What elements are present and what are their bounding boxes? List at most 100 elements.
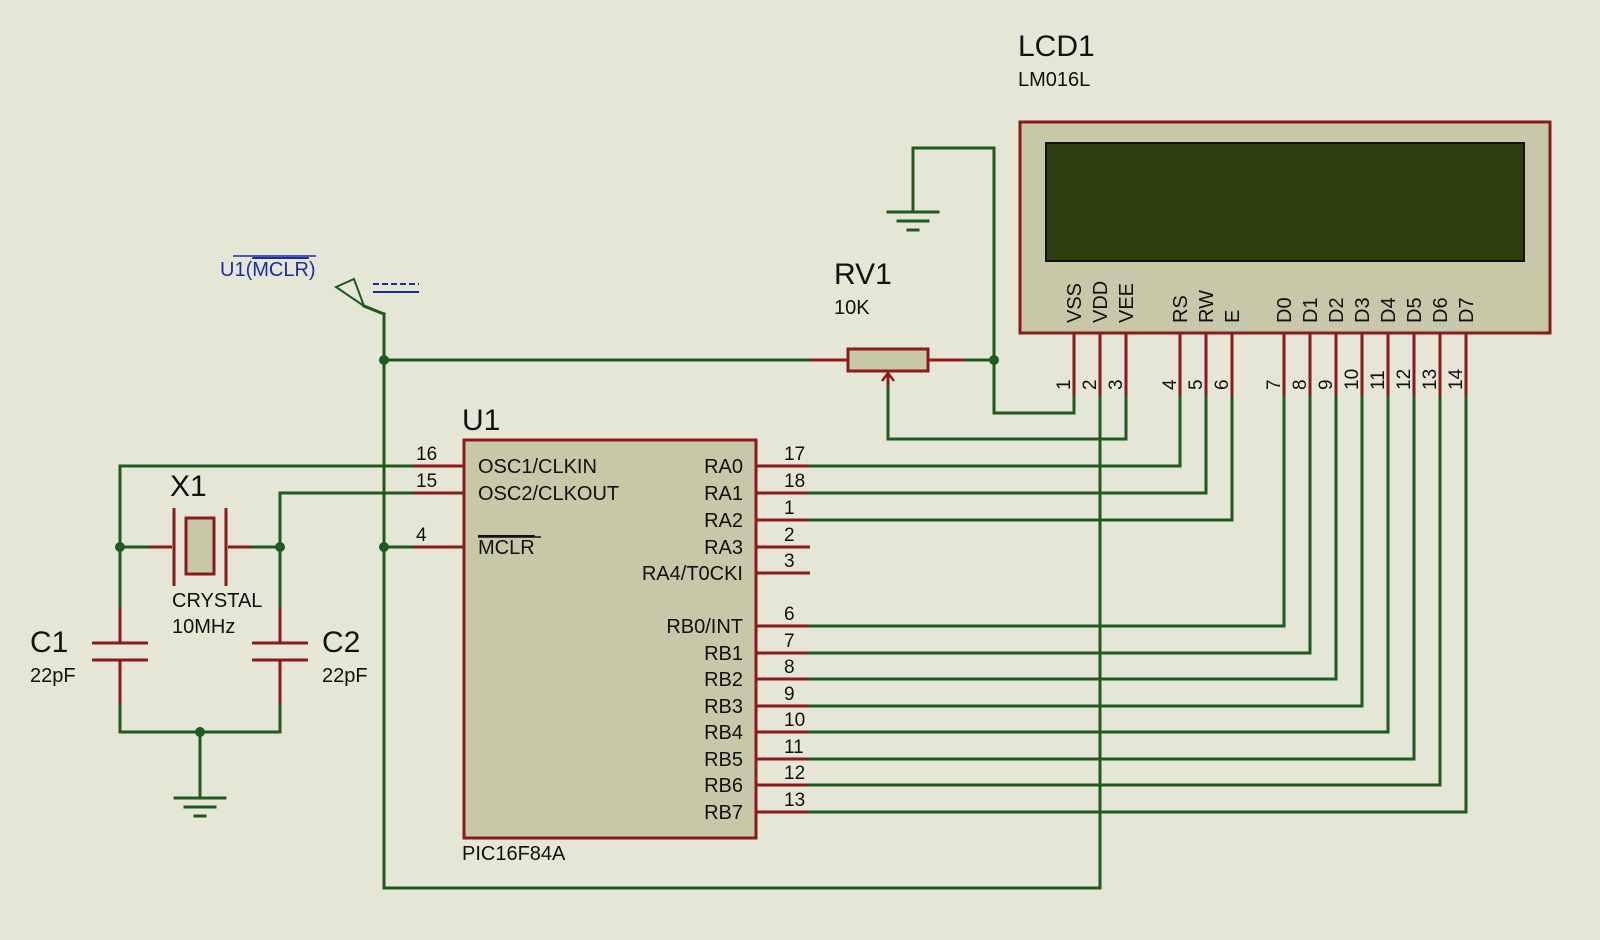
wire-u1-lcd bbox=[808, 395, 1468, 814]
wire-u1-lcd bbox=[808, 395, 1182, 468]
u1-pin-label: OSC2/CLKOUT bbox=[478, 483, 619, 505]
c1-ref: C1 bbox=[30, 626, 68, 659]
u1-pin-number: 2 bbox=[784, 525, 795, 546]
lcd-pin-number: 5 bbox=[1186, 379, 1207, 390]
wire-vee-wiper bbox=[886, 384, 1128, 441]
u1-pin-label: OSC1/CLKIN bbox=[478, 456, 597, 478]
lcd-pin-label: VEE bbox=[1116, 283, 1138, 323]
u1-microcontroller[interactable]: U1 PIC16F84A 16OSC1/CLKIN15OSC2/CLKOUT4M… bbox=[412, 404, 810, 865]
lcd-pin-label: E bbox=[1222, 310, 1244, 323]
lcd-pin-label: D4 bbox=[1378, 297, 1400, 323]
u1-pin-label: RA3 bbox=[704, 537, 743, 559]
u1-pin-number: 8 bbox=[784, 657, 795, 678]
lcd-pin-number: 1 bbox=[1054, 379, 1075, 390]
lcd-pin-number: 9 bbox=[1316, 379, 1337, 390]
u1-pin-number: 12 bbox=[784, 763, 805, 784]
u1-pin-label: RB6 bbox=[704, 775, 743, 797]
u1-pin-label: RB1 bbox=[704, 643, 743, 665]
c1-capacitor[interactable]: C1 22pF bbox=[30, 606, 148, 706]
lcd-pin-label: D1 bbox=[1300, 297, 1322, 323]
lcd-pin-number: 11 bbox=[1368, 370, 1389, 390]
u1-pin-label: RB4 bbox=[704, 722, 743, 744]
lcd-pin-label: D5 bbox=[1404, 297, 1426, 323]
u1-pin-label: RA2 bbox=[704, 510, 743, 532]
rv1-potentiometer[interactable]: RV1 10K bbox=[808, 258, 966, 386]
wire-u1-lcd bbox=[808, 395, 1390, 734]
mclr-voltage-probe[interactable]: U1(MCLR) bbox=[220, 255, 419, 316]
u1-pin-number: 4 bbox=[416, 525, 427, 546]
junction-mclr-top bbox=[379, 355, 389, 365]
rv1-wiper-arrow bbox=[881, 370, 895, 382]
u1-pin-label: RA1 bbox=[704, 483, 743, 505]
lcd-pin-number: 7 bbox=[1264, 379, 1285, 390]
lcd-ref: LCD1 bbox=[1018, 30, 1095, 63]
rv1-ref: RV1 bbox=[834, 258, 892, 291]
lcd-screen bbox=[1045, 142, 1525, 262]
u1-pin-label: RA0 bbox=[704, 456, 743, 478]
u1-pin-number: 16 bbox=[416, 444, 437, 465]
c2-value: 22pF bbox=[322, 665, 368, 687]
u1-pin-number: 10 bbox=[784, 710, 805, 731]
u1-pin-number: 17 bbox=[784, 444, 805, 465]
wire-u1-lcd bbox=[808, 395, 1364, 708]
lcd-pin-label: D3 bbox=[1352, 297, 1374, 323]
u1-body bbox=[462, 438, 758, 840]
u1-pin-number: 15 bbox=[416, 471, 437, 492]
u1-pin-label: RB5 bbox=[704, 749, 743, 771]
lcd-pin-label: D7 bbox=[1456, 297, 1478, 323]
c1-value: 22pF bbox=[30, 665, 76, 687]
wire-vss-ground bbox=[911, 146, 1076, 415]
lcd-pin-label: RS bbox=[1170, 295, 1192, 323]
lcd-component[interactable]: LCD1 LM016L VSS1VDD2VEE3RS4RW5E6D07D18D2… bbox=[1018, 30, 1552, 397]
u1-pin-number: 1 bbox=[784, 498, 795, 519]
u1-pin-number: 9 bbox=[784, 684, 795, 705]
wire-u1-lcd bbox=[808, 395, 1234, 522]
lcd-pin-number: 12 bbox=[1394, 369, 1415, 390]
wire-u1-lcd bbox=[808, 395, 1338, 681]
wire-u1-lcd bbox=[808, 395, 1442, 787]
lcd-pin-label: VDD bbox=[1090, 281, 1112, 323]
wire-u1-lcd bbox=[808, 395, 1312, 655]
c2-capacitor[interactable]: C2 22pF bbox=[252, 606, 368, 706]
lcd-pin-number: 3 bbox=[1106, 379, 1127, 390]
x1-body bbox=[184, 516, 216, 576]
lcd-pin-number: 10 bbox=[1342, 369, 1363, 390]
u1-pin-number: 13 bbox=[784, 790, 805, 811]
u1-ref: U1 bbox=[462, 404, 500, 437]
junction-mclr bbox=[379, 542, 389, 552]
u1-pin-label: RB3 bbox=[704, 696, 743, 718]
u1-pin-label: RB7 bbox=[704, 802, 743, 824]
lcd-pin-number: 4 bbox=[1160, 379, 1181, 390]
u1-pin-label: RB0/INT bbox=[666, 616, 743, 638]
u1-pin-number: 7 bbox=[784, 631, 795, 652]
lcd-pin-label: D6 bbox=[1430, 297, 1452, 323]
wire-u1-lcd bbox=[808, 395, 1286, 628]
x1-crystal[interactable]: X1 CRYSTAL 10MHz bbox=[148, 470, 262, 638]
wire-u1-lcd bbox=[808, 395, 1208, 495]
probe-label: U1(MCLR) bbox=[220, 259, 316, 281]
c2-ref: C2 bbox=[322, 626, 360, 659]
u1-pin-number: 3 bbox=[784, 551, 795, 572]
lcd-pin-label: D0 bbox=[1274, 297, 1296, 323]
wire-u1-lcd bbox=[808, 395, 1416, 761]
lcd-pin-label: RW bbox=[1196, 290, 1218, 323]
rv1-value: 10K bbox=[834, 297, 870, 319]
u1-pin-label: MCLR bbox=[478, 537, 535, 559]
u1-part: PIC16F84A bbox=[462, 843, 566, 865]
lcd-pin-label: VSS bbox=[1064, 283, 1086, 323]
probe-tip bbox=[333, 277, 367, 309]
u1-pin-label: RA4/T0CKI bbox=[642, 563, 743, 585]
x1-value: 10MHz bbox=[172, 616, 235, 638]
lcd-pin-number: 14 bbox=[1446, 368, 1467, 390]
u1-pin-number: 18 bbox=[784, 471, 805, 492]
probe-stem bbox=[362, 304, 386, 316]
lcd-pin-number: 8 bbox=[1290, 379, 1311, 390]
x1-type: CRYSTAL bbox=[172, 590, 262, 612]
lcd-pin-number: 6 bbox=[1212, 379, 1233, 390]
wire-osc2 bbox=[278, 491, 414, 549]
lcd-part: LM016L bbox=[1018, 69, 1090, 91]
u1-pin-number: 6 bbox=[784, 604, 795, 625]
lcd-pin-number: 13 bbox=[1420, 369, 1441, 390]
lcd-pin-label: D2 bbox=[1326, 297, 1348, 323]
